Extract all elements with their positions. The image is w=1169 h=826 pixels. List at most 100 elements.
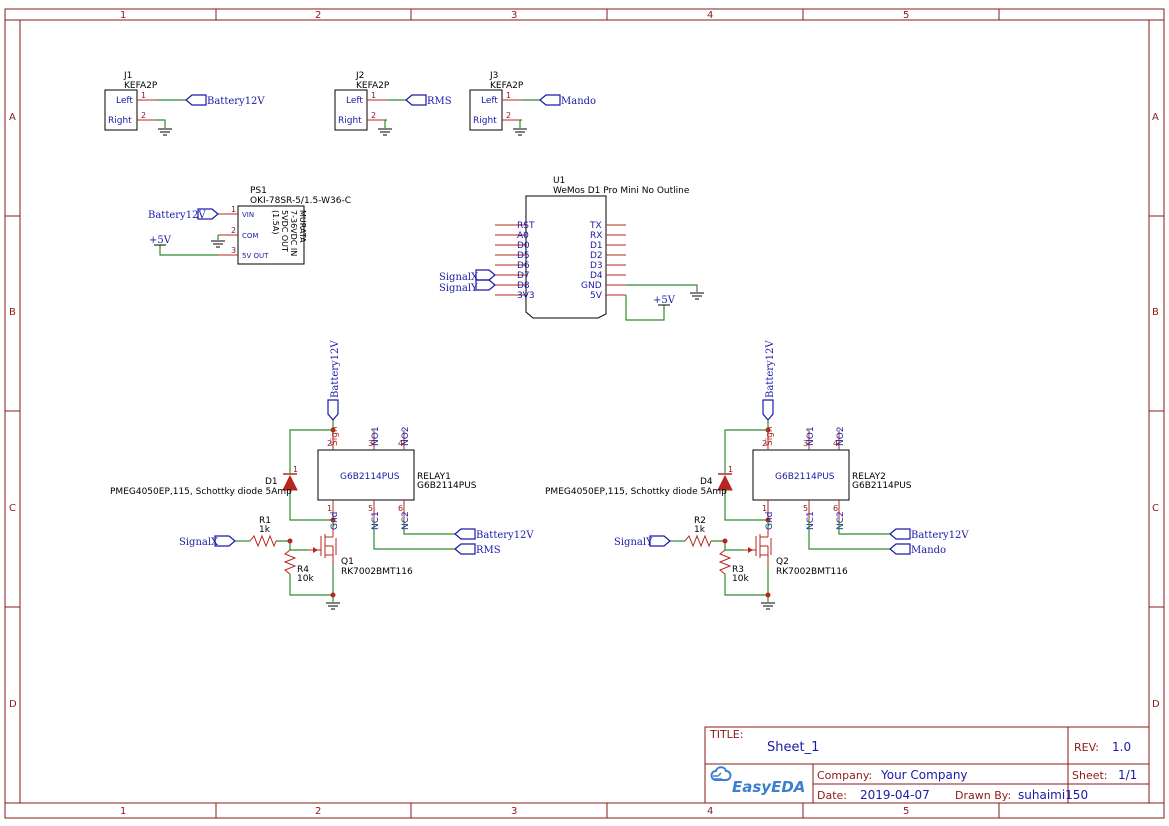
row-label-c-right: C [1152, 503, 1159, 514]
row-label-c: C [9, 503, 16, 514]
relay-num-bot-2: 6 [833, 504, 838, 513]
r-pd-val: 10k [297, 574, 314, 584]
r-base-ref: R2 [694, 516, 706, 526]
ps1-num-2: 2 [231, 226, 236, 235]
relay-num-bot-1: 5 [368, 504, 373, 513]
diode-part: PMEG4050EP,115, Schottky diode 5Amp [545, 487, 727, 497]
relay-nc1-net: Mando [911, 545, 946, 556]
j2-net-label: RMS [427, 96, 452, 107]
j1-ref: J1 [123, 71, 132, 81]
relay-top-net: Battery12V [330, 340, 341, 398]
ps1-num-1: 1 [231, 205, 236, 214]
u1-pin-tx: TX [589, 221, 602, 231]
relay-num-top-2: 4 [833, 439, 838, 448]
ps1-body-line2: 7-36VDC IN [289, 210, 298, 256]
row-label-d-right: D [1152, 699, 1160, 710]
col-label-1-bottom: 1 [120, 806, 126, 817]
relay-pin-top-0: Sign [330, 426, 340, 446]
row-label-a: A [9, 112, 16, 123]
col-label-5-bottom: 5 [903, 806, 909, 817]
ps1-ref: PS1 [250, 186, 267, 196]
ps1-body-line4: (1.5A) [271, 210, 280, 234]
sheet-label: Sheet: [1072, 769, 1108, 782]
title-block: TITLE: Sheet_1 REV: 1.0 Company: Your Co… [704, 726, 1150, 804]
j1-net-label: Battery12V [207, 96, 265, 107]
relay-part: G6B2114PUS [852, 481, 912, 491]
power-supply-ps1[interactable]: PS1 OKI-78SR-5/1.5-W36-C VIN COM 5V OUT … [148, 186, 351, 265]
relay-nc2-net: Battery12V [911, 530, 969, 541]
u1-pin-d6: D6 [517, 261, 530, 271]
u1-pin-d8: D8 [517, 281, 530, 291]
col-label-3-bottom: 3 [511, 806, 517, 817]
title-label: TITLE: [709, 728, 743, 741]
j2-part: KEFA2P [356, 81, 390, 91]
diode-pin-num: 1 [728, 465, 733, 474]
diode-pin-num: 1 [293, 465, 298, 474]
j2-pin-right: Right [338, 116, 362, 126]
relay-nc1-net: RMS [476, 545, 501, 556]
col-label-2-bottom: 2 [315, 806, 321, 817]
relay-num-top-1: 3 [803, 439, 808, 448]
relay-pin-bot-0: Gnd [765, 512, 775, 530]
relay-pin-top-2: NO2 [836, 426, 846, 446]
relay-pin-top-1: NO1 [806, 426, 816, 446]
r-pd-val: 10k [732, 574, 749, 584]
relay-ref: RELAY2 [852, 472, 886, 482]
relay-pin-top-2: NO2 [401, 426, 411, 446]
u1-pin-d1: D1 [590, 241, 603, 251]
mosfet-ref: Q1 [341, 557, 354, 567]
j3-pin-right: Right [473, 116, 497, 126]
relay-pin-bot-2: NC2 [836, 511, 846, 530]
j3-num-2: 2 [506, 111, 511, 120]
relay-part: G6B2114PUS [417, 481, 477, 491]
relay-top-net: Battery12V [765, 340, 776, 398]
gate-signal-net: SignalX [179, 537, 219, 548]
u1-pin-d4: D4 [590, 271, 603, 281]
relay-num-bot-1: 5 [803, 504, 808, 513]
relay-pin-top-0: Sign [765, 426, 775, 446]
ps1-pin-vin: VIN [242, 211, 254, 219]
u1-pin-d7: D7 [517, 271, 530, 281]
row-label-b-right: B [1152, 307, 1159, 318]
j3-ref: J3 [489, 71, 498, 81]
j3-part: KEFA2P [490, 81, 524, 91]
diode-ref: D1 [265, 477, 278, 487]
j2-num-1: 1 [371, 91, 376, 100]
easyeda-logo: EasyEDA [710, 766, 805, 796]
relay-num-bot-0: 1 [762, 504, 767, 513]
connector-j2[interactable]: J2 KEFA2P Left Right 1 2 RMS [334, 71, 452, 136]
j3-pin-left: Left [481, 96, 498, 106]
relay-num-top-0: 2 [762, 439, 767, 448]
company-value: Your Company [880, 768, 968, 782]
date-label: Date: [817, 789, 847, 802]
u1-d8-net: SignalY [439, 283, 478, 294]
ps1-part: OKI-78SR-5/1.5-W36-C [250, 196, 351, 206]
relay-body-label: G6B2114PUS [775, 472, 835, 482]
ps1-num-3: 3 [231, 246, 236, 255]
sheet-frame: 1 2 3 4 5 1 2 3 4 5 A B C D A B C D [4, 8, 1165, 819]
col-label-1: 1 [120, 10, 126, 21]
connector-j3[interactable]: J3 KEFA2P Left Right 1 2 Mando [469, 71, 596, 136]
j2-ref: J2 [355, 71, 364, 81]
u1-d7-net: SignalX [439, 272, 479, 283]
relay-num-bot-2: 6 [398, 504, 403, 513]
r-base-val: 1k [694, 525, 706, 535]
col-label-4: 4 [707, 10, 713, 21]
relay-ref: RELAY1 [417, 472, 451, 482]
u1-pin-d3: D3 [590, 261, 603, 271]
drawn-by-value: suhaimi150 [1018, 788, 1088, 802]
j3-net-label: Mando [561, 96, 596, 107]
relay-num-top-0: 2 [327, 439, 332, 448]
ps1-body-line3: 5VDC OUT [280, 210, 289, 252]
mcu-u1[interactable]: U1 WeMos D1 Pro Mini No Outline RST A0 D… [439, 176, 704, 321]
company-label: Company: [817, 769, 872, 782]
j1-pin-left: Left [116, 96, 133, 106]
diode-part: PMEG4050EP,115, Schottky diode 5Amp [110, 487, 292, 497]
row-label-b: B [9, 307, 16, 318]
j2-num-2: 2 [371, 111, 376, 120]
relay-num-top-2: 4 [398, 439, 403, 448]
connector-j1[interactable]: J1 KEFA2P Left Right 1 2 Battery12V [104, 71, 265, 136]
